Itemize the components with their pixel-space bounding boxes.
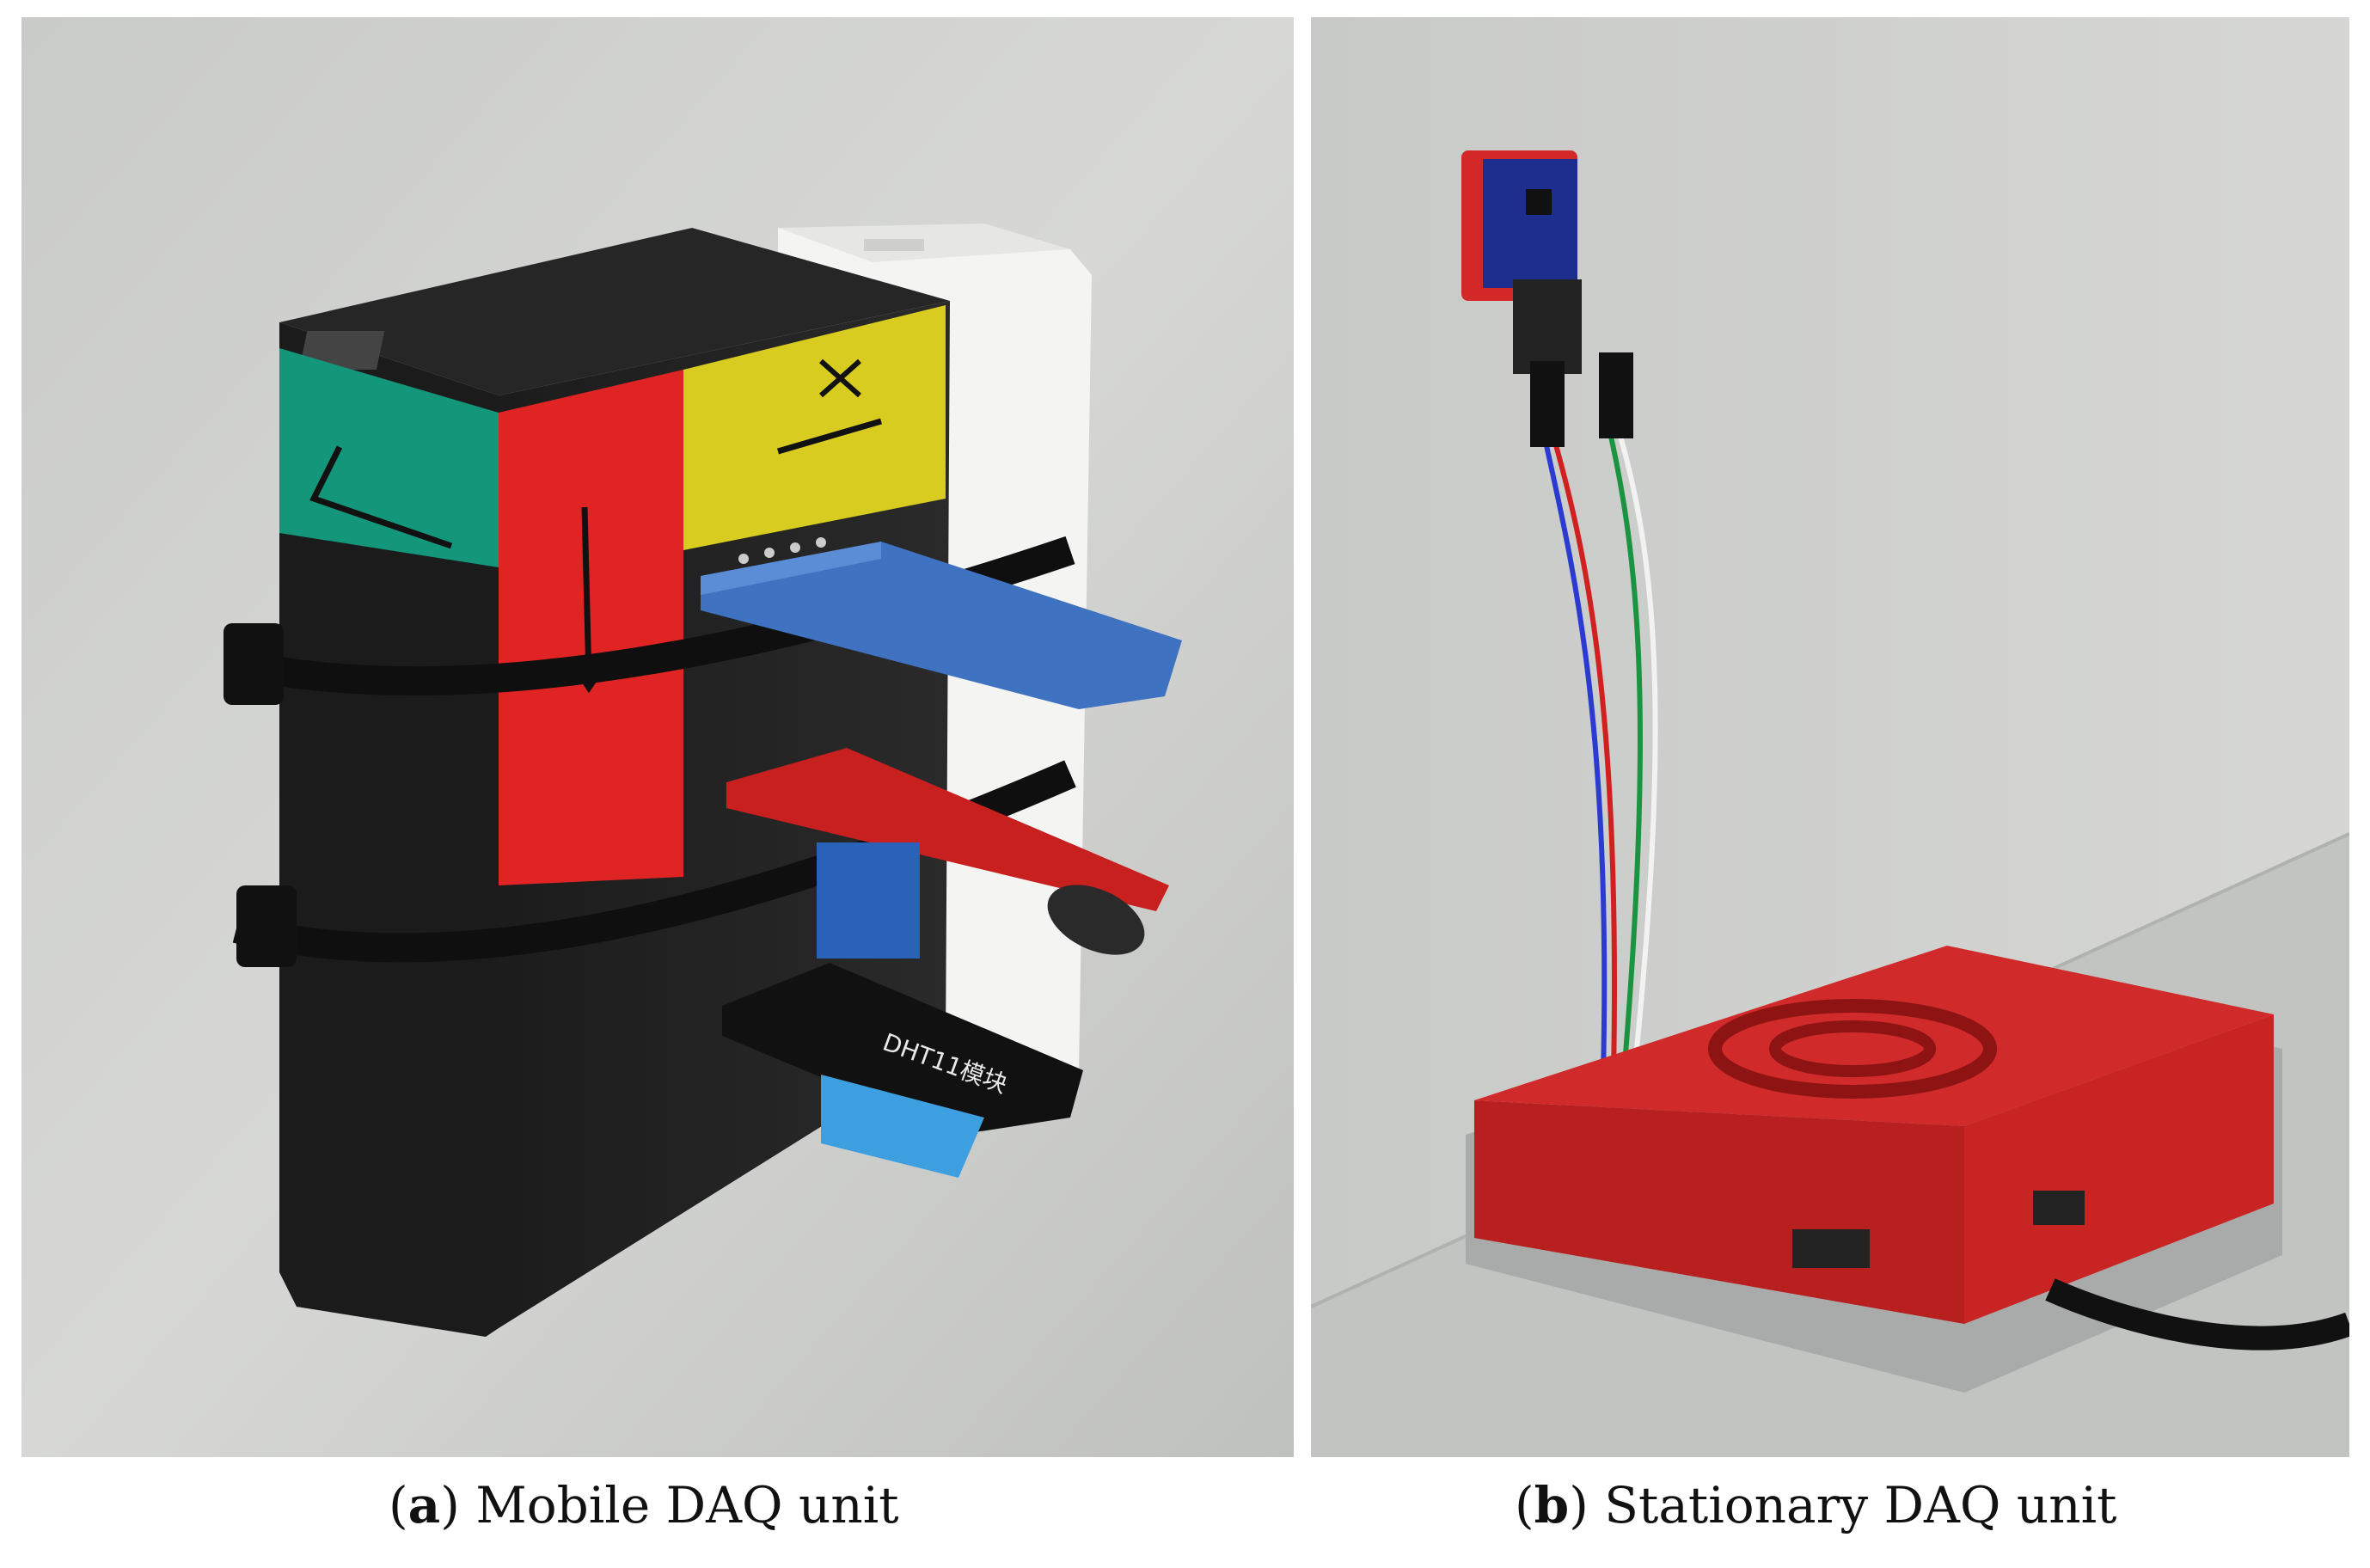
caption-b-text: Stationary DAQ unit	[1604, 1476, 2117, 1534]
bluetooth-module	[701, 537, 1182, 709]
caption-b-label: b	[1534, 1476, 1570, 1534]
caption-b: (b) Stationary DAQ unit	[1515, 1476, 2117, 1534]
photo-mobile-daq-unit: DHT11模块	[21, 17, 1294, 1457]
dht11-module: DHT11模块	[722, 963, 1083, 1178]
accelerometer-sensor	[1461, 150, 1582, 374]
caption-a: (a) Mobile DAQ unit	[389, 1476, 899, 1534]
photo-stationary-daq-unit	[1311, 17, 2349, 1457]
raspberry-pi-case	[1466, 946, 2349, 1393]
caption-a-text: Mobile DAQ unit	[475, 1476, 899, 1534]
sound-sensor-module	[726, 748, 1169, 959]
caption-a-label: a	[407, 1476, 441, 1534]
jumper-wires	[1530, 352, 1658, 1075]
